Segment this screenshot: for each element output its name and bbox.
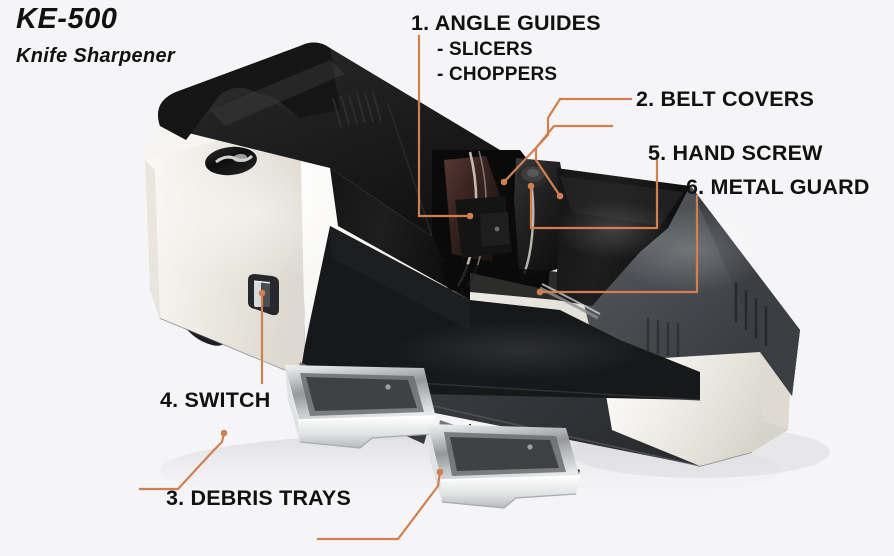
endpoint-3b	[436, 468, 444, 476]
page-title-model: KE-500	[16, 3, 118, 35]
callout-sublabel-slicers: - SLICERS	[437, 39, 533, 60]
endpoint-3a	[220, 429, 228, 437]
callout-sublabel-choppers: - CHOPPERS	[437, 64, 558, 85]
endpoint-4	[258, 289, 266, 297]
hand-screw-knob	[517, 165, 549, 187]
metal-guard	[539, 283, 601, 320]
callout-label-switch: 4. SWITCH	[160, 388, 271, 412]
endpoint-1	[466, 212, 474, 220]
endpoint-6	[536, 288, 544, 296]
callout-label-angle-guides: 1. ANGLE GUIDES	[411, 11, 601, 35]
front-black-skirt	[299, 226, 701, 401]
debris-tray-left[interactable]	[285, 362, 437, 449]
leader-line-2	[502, 97, 633, 184]
leader-line-1	[417, 34, 472, 218]
callout-label-metal-guard: 6. METAL GUARD	[686, 175, 870, 199]
brand-badge	[205, 146, 257, 176]
page-title-product: Knife Sharpener	[16, 45, 175, 67]
lid-grille	[332, 91, 382, 128]
leader-line-6	[538, 194, 699, 294]
leader-line-2b	[534, 124, 614, 198]
endpoint-2b	[556, 192, 564, 200]
endpoint-5	[527, 182, 535, 190]
belt-cover-right	[514, 158, 566, 282]
leader-line-3b	[316, 470, 442, 541]
debris-tray-right[interactable]	[428, 420, 581, 509]
center-opening	[432, 150, 566, 300]
leader-line-3a	[138, 431, 226, 491]
callout-label-debris-trays: 3. DEBRIS TRAYS	[166, 486, 352, 510]
leader-line-5	[529, 158, 659, 230]
callout-label-hand-screw: 5. HAND SCREW	[648, 141, 823, 165]
callout-label-belt-covers: 2. BELT COVERS	[636, 87, 815, 111]
endpoint-2	[500, 178, 508, 186]
right-wedge-vents	[734, 282, 768, 346]
leader-endpoints	[220, 178, 564, 476]
